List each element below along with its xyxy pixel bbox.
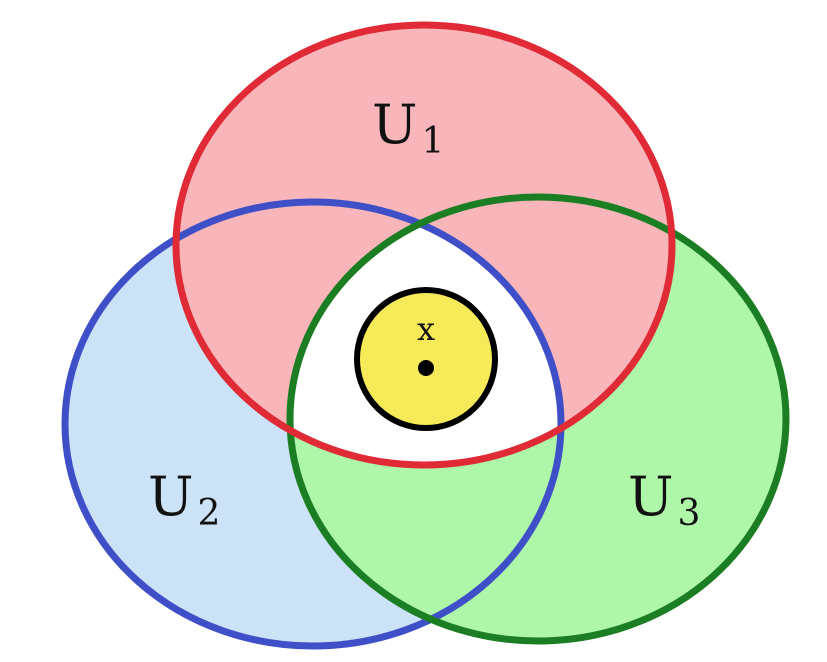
set-u1-letter: U [372,93,418,156]
point-dot [418,360,434,376]
set-u3-subscript: 3 [678,493,701,534]
set-u3-letter: U [628,465,674,528]
set-u1-outline [172,21,676,469]
set-u2-subscript: 2 [198,493,221,534]
set-u2-letter: U [148,465,194,528]
point-neighborhood [354,287,498,431]
set-u1-subscript: 1 [422,121,445,162]
set-u2-outline [61,198,565,650]
set-u3-outline [286,193,790,645]
point-label: x [417,310,435,348]
